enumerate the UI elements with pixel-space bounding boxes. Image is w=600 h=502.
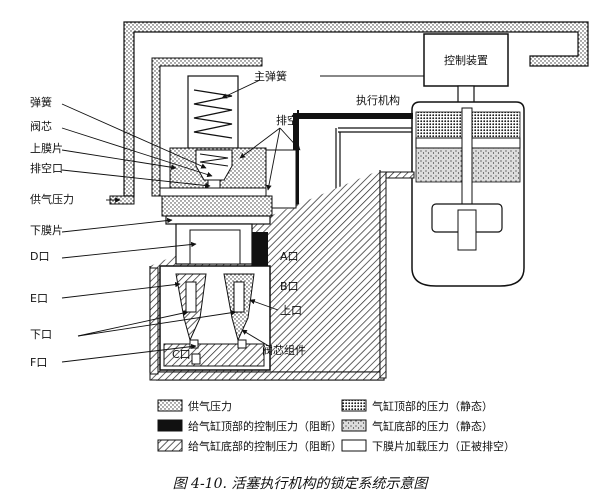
label-valve-core-assembly: 阀芯组件 <box>262 343 306 357</box>
legend-swatch-2 <box>157 419 183 432</box>
leader-lines <box>61 79 301 363</box>
label-supply-pressure: 供气压力 <box>30 192 74 206</box>
valve-lower-body <box>161 195 273 266</box>
label-port-e: E口 <box>30 292 48 305</box>
label-upper-port: 上口 <box>280 304 302 317</box>
control-device: 控制装置 <box>320 33 509 109</box>
label-exhaust-port: 排空口 <box>30 161 63 175</box>
label-port-a: A口 <box>280 250 299 263</box>
actuator-cylinder: 执行机构 <box>356 93 525 287</box>
legend: 供气压力 气缸顶部的压力（静态） 给气缸顶部的控制压力（阻断） 气缸底部的压力（… <box>157 399 515 453</box>
legend-text-3: 气缸底部的压力（静态） <box>372 419 493 433</box>
legend-swatch-3 <box>341 419 367 432</box>
bottom-control-pipe <box>335 127 412 290</box>
label-lower-diaphragm: 下膜片 <box>30 224 63 237</box>
figure-caption: 图 4-10. 活塞执行机构的锁定系统示意图 <box>173 476 430 492</box>
valve-core-assembly <box>159 265 271 371</box>
control-device-label: 控制装置 <box>444 53 488 67</box>
label-port-d: D口 <box>30 250 49 263</box>
label-valve-core: 阀芯 <box>30 119 52 133</box>
label-main-spring: 主弹簧 <box>254 69 287 83</box>
actuator-label: 执行机构 <box>356 93 400 107</box>
legend-swatch-5 <box>341 439 367 452</box>
label-port-b: B口 <box>280 280 299 293</box>
legend-text-0: 供气压力 <box>188 399 232 413</box>
label-lower-port: 下口 <box>30 328 52 341</box>
label-port-f: F口 <box>30 356 47 369</box>
label-upper-diaphragm: 上膜片 <box>30 142 63 155</box>
legend-swatch-4 <box>157 439 183 452</box>
part-labels: 主弹簧 排空 弹簧 阀芯 上膜片 排空口 供气压力 下膜片 D口 A口 B口 E… <box>30 69 306 369</box>
legend-text-5: 下膜片加载压力（正被排空） <box>372 439 515 453</box>
label-exhaust: 排空 <box>276 113 298 127</box>
legend-text-1: 气缸顶部的压力（静态） <box>372 399 493 413</box>
legend-text-2: 给气缸顶部的控制压力（阻断） <box>188 419 342 433</box>
legend-swatch-1 <box>341 399 367 412</box>
label-port-c: C口 <box>172 348 191 361</box>
label-spring: 弹簧 <box>30 95 52 109</box>
valve-upper-body <box>151 57 297 209</box>
legend-text-4: 给气缸底部的控制压力（阻断） <box>188 439 342 453</box>
legend-swatch-0 <box>157 399 183 412</box>
